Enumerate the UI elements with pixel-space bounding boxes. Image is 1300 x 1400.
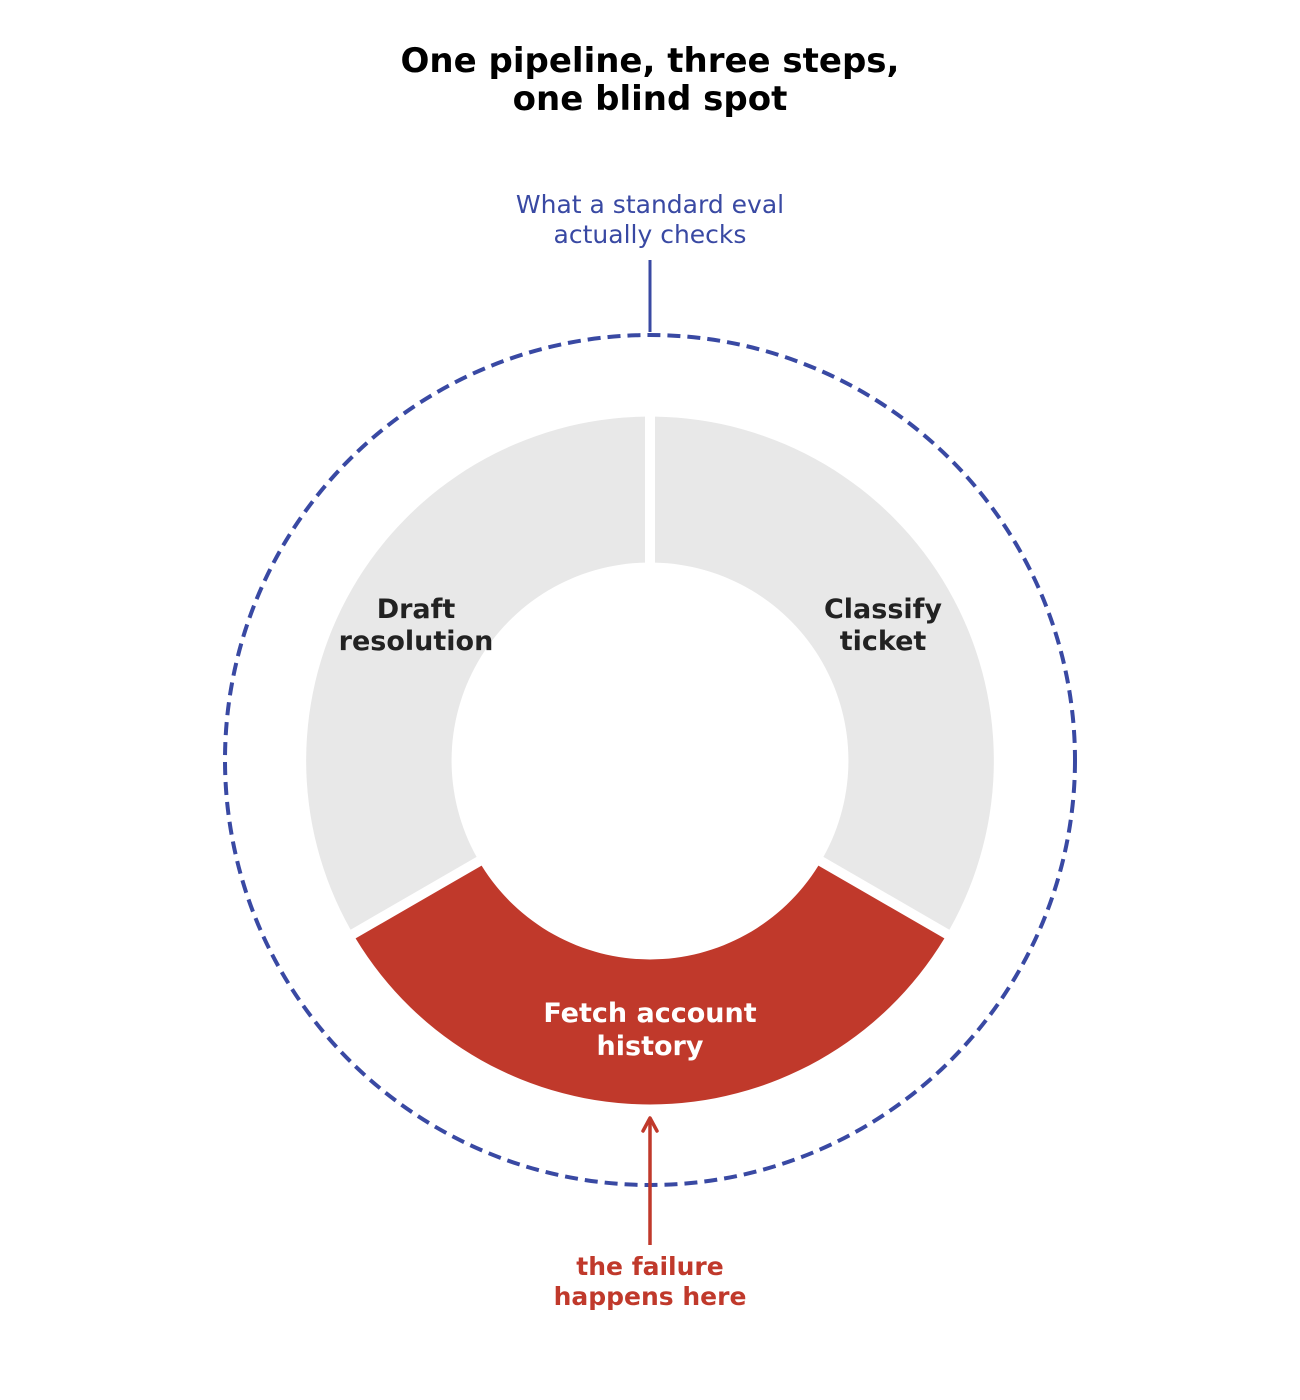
diagram-title-line-2: one blind spot — [512, 79, 788, 119]
step-segment-fetch-account-history — [355, 865, 945, 1105]
step-label-fetch-line-1: Fetch account — [543, 998, 756, 1029]
failure-note-line-2: happens here — [554, 1282, 747, 1311]
step-segment-classify-ticket — [655, 416, 994, 930]
step-label-draft-line-1: Draft — [377, 594, 456, 625]
step-segment-draft-resolution — [306, 416, 645, 930]
failure-arrow — [641, 1116, 659, 1245]
step-label-draft-line-2: resolution — [339, 626, 494, 657]
step-label-classify-line-1: Classify — [824, 594, 942, 625]
eval-scope-note-line-1: What a standard eval — [516, 190, 784, 219]
eval-scope-note-line-2: actually checks — [554, 220, 747, 249]
diagram-title-line-1: One pipeline, three steps, — [400, 41, 900, 81]
step-label-fetch-line-2: history — [597, 1031, 704, 1062]
step-label-classify-line-2: ticket — [840, 626, 927, 657]
failure-note-line-1: the failure — [576, 1252, 723, 1281]
